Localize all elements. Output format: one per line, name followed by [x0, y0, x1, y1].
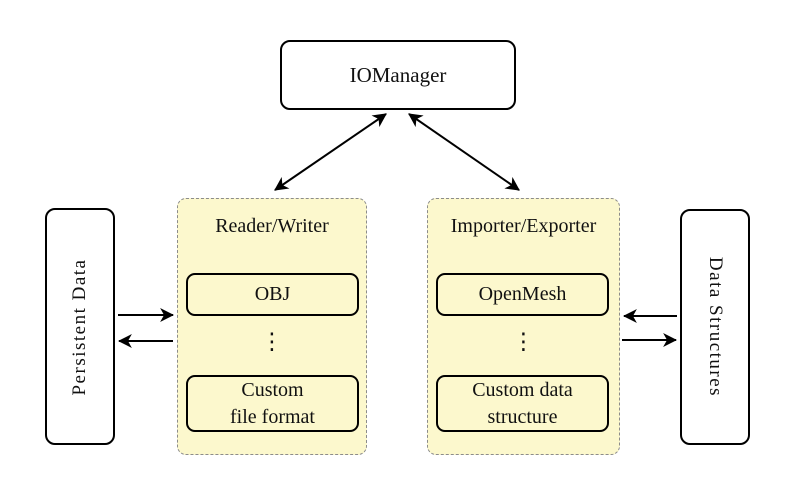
reader-writer-title: Reader/Writer: [215, 215, 329, 237]
node-data-structures: Data Structures: [680, 209, 750, 445]
obj-label: OBJ: [254, 283, 291, 305]
panel-reader-writer: Reader/Writer OBJ ⋮ Custom file format: [177, 198, 367, 455]
node-custom-data-structure: Custom data structure: [436, 375, 609, 432]
reader-writer-ellipsis-icon: ⋮: [260, 329, 284, 355]
custom-file-format-line1: Custom: [241, 378, 304, 401]
data-structures-label: Data Structures: [705, 256, 726, 398]
arrow-iomanager-readerwriter: [274, 113, 387, 191]
importer-exporter-title: Importer/Exporter: [450, 215, 597, 237]
node-persistent-data: Persistent Data: [45, 208, 115, 445]
node-custom-file-format: Custom file format: [186, 375, 359, 432]
node-iomanager: IOManager: [280, 40, 516, 110]
custom-data-structure-line1: Custom data: [472, 378, 573, 401]
persistent-data-label: Persistent Data: [69, 257, 90, 396]
openmesh-label: OpenMesh: [478, 283, 567, 305]
iomanager-label: IOManager: [349, 62, 447, 87]
node-obj: OBJ: [186, 273, 359, 316]
custom-data-structure-line2: structure: [487, 405, 558, 428]
node-openmesh: OpenMesh: [436, 273, 609, 316]
panel-importer-exporter: Importer/Exporter OpenMesh ⋮ Custom data…: [427, 198, 620, 455]
custom-file-format-line2: file format: [230, 405, 315, 428]
arrow-iomanager-importerexporter: [408, 113, 520, 191]
importer-exporter-ellipsis-icon: ⋮: [512, 329, 535, 355]
